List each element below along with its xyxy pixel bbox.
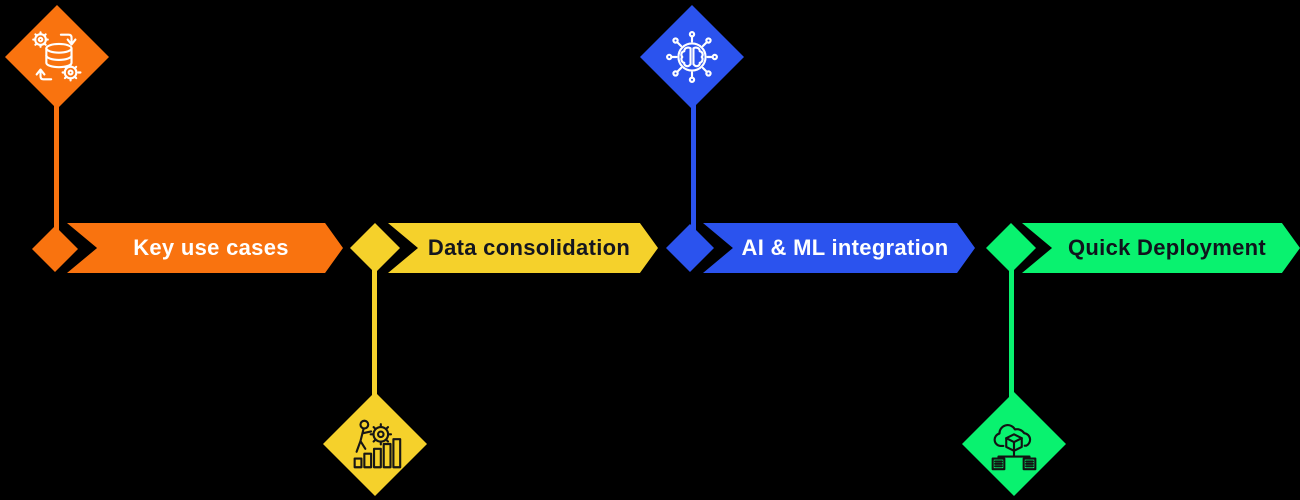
stage-banner: Data consolidation: [388, 223, 658, 273]
stage-label: Data consolidation: [427, 235, 631, 260]
gear-bottom-right: [61, 63, 82, 82]
cube: [1005, 433, 1023, 452]
connector-line: [54, 95, 59, 231]
data-processing-icon: [26, 26, 88, 88]
connector-diamond: [350, 223, 400, 273]
connector-diamond: [32, 226, 78, 272]
brain: [680, 46, 704, 68]
server-left: [991, 457, 1006, 471]
icon-diamond: [640, 5, 744, 109]
growth-progress-icon: [344, 413, 406, 475]
connector-diamond: [666, 224, 714, 272]
stage-label: Quick Deployment: [1068, 235, 1266, 260]
icon-diamond: [5, 5, 109, 109]
server-right: [1022, 457, 1037, 471]
connector-line: [1009, 270, 1014, 398]
connector-line: [372, 270, 377, 398]
gear-top-left: [32, 31, 49, 48]
stage-banner: AI & ML integration: [703, 223, 975, 273]
gear: [369, 423, 393, 446]
connector-diamond: [986, 223, 1036, 273]
stage-label: Key use cases: [133, 235, 289, 260]
cloud-deployment-icon: [983, 413, 1045, 475]
stage-banner: Quick Deployment: [1022, 223, 1300, 273]
stage-banner: Key use cases: [67, 223, 343, 273]
stage-label: AI & ML integration: [741, 235, 949, 260]
spokes: [666, 31, 718, 83]
ai-neural-brain-icon: [661, 26, 723, 88]
connector-line: [691, 95, 696, 231]
icon-diamond: [323, 392, 427, 496]
person-figure: [355, 419, 373, 453]
icon-diamond: [962, 392, 1066, 496]
